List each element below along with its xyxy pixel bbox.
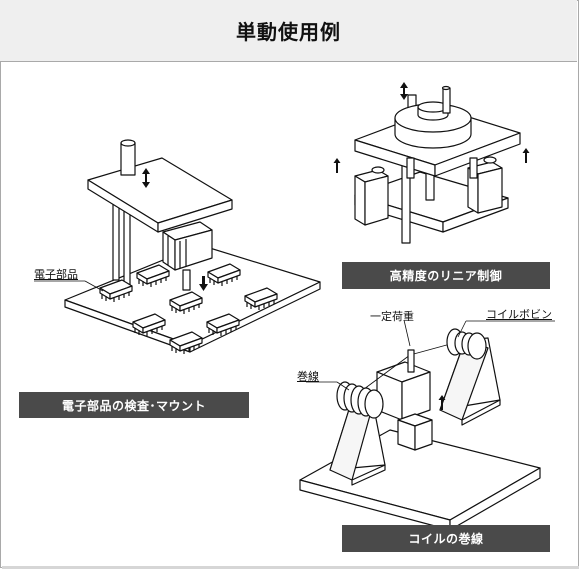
header-bar: 単動使用例 — [0, 0, 577, 62]
coil-illustration — [299, 328, 541, 531]
callout-electronic-parts: 電子部品 — [34, 268, 78, 281]
callout-winding-wire: 巻線 — [297, 370, 319, 383]
caption-coil-label: コイルの巻線 — [408, 532, 484, 546]
electronics-illustration — [64, 139, 321, 353]
caption-electronics: 電子部品の検査･マウント — [19, 392, 249, 418]
callout-constant-weight: 一定荷重 — [370, 310, 414, 323]
motion-arrow — [142, 168, 208, 291]
caption-linear-label: 高精度のリニア制御 — [389, 269, 503, 283]
callout-coil-bobbin: コイルボビン — [486, 308, 552, 321]
page-title: 単動使用例 — [236, 20, 341, 44]
motion-arrow — [333, 82, 530, 173]
caption-coil: コイルの巻線 — [342, 525, 550, 552]
bobbin-coil — [446, 328, 487, 360]
motion-arrow — [438, 395, 446, 410]
caption-linear: 高精度のリニア制御 — [342, 262, 550, 289]
wire-coil — [336, 381, 384, 419]
chip-row — [99, 263, 278, 354]
caption-electronics-label: 電子部品の検査･マウント — [61, 398, 206, 413]
linear-illustration — [354, 85, 521, 244]
frame-shadow — [2, 566, 579, 569]
